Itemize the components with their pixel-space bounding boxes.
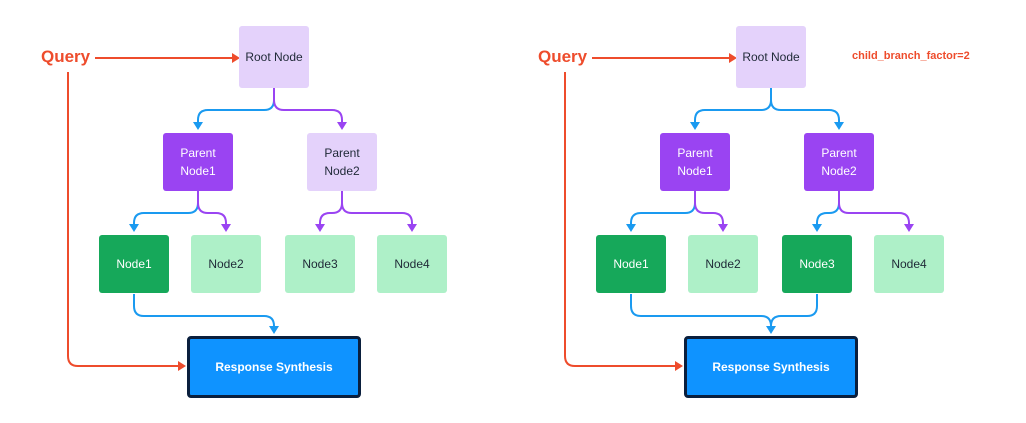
leaf-node-3-label: Node3 bbox=[302, 257, 338, 271]
root-node-label: Root Node bbox=[245, 50, 303, 64]
parent1-to-node1-arrowhead bbox=[129, 224, 139, 232]
query-label: Query bbox=[41, 47, 91, 66]
leaf-node-1: Node1 bbox=[99, 235, 169, 293]
leaf-node-1-label: Node1 bbox=[613, 257, 649, 271]
root-to-parent1-arrowhead bbox=[193, 122, 203, 130]
leaf-node-1: Node1 bbox=[596, 235, 666, 293]
root-to-parent1-arrow bbox=[694, 88, 772, 124]
query-to-response-arrow bbox=[67, 72, 178, 367]
leaf-node-1-label: Node1 bbox=[116, 257, 152, 271]
root-node-label: Root Node bbox=[742, 50, 800, 64]
parent2-to-node3-arrow bbox=[319, 191, 343, 226]
parent-node-2-label-line2: Node2 bbox=[324, 164, 360, 178]
parent1-to-node2-arrowhead bbox=[718, 224, 728, 232]
parent1-to-node2-arrow bbox=[197, 191, 227, 226]
parent2-to-node4-arrowhead bbox=[407, 224, 417, 232]
child-branch-factor-annotation: child_branch_factor=2 bbox=[852, 50, 970, 62]
node1-to-response-arrow bbox=[133, 294, 275, 328]
leaf-node-4-label: Node4 bbox=[394, 257, 430, 271]
root-node: Root Node bbox=[239, 26, 309, 88]
leaf-node-3: Node3 bbox=[782, 235, 852, 293]
query-to-response-arrowhead bbox=[178, 361, 186, 371]
parent2-to-node3-arrowhead bbox=[812, 224, 822, 232]
parent-node-2-label-line1: Parent bbox=[821, 146, 857, 160]
node3-to-response-arrow bbox=[770, 294, 818, 327]
root-to-parent2-arrow bbox=[770, 88, 840, 124]
response-synthesis-label: Response Synthesis bbox=[215, 360, 333, 374]
node1-to-response-arrowhead bbox=[269, 326, 279, 334]
parent2-to-node3-arrowhead bbox=[315, 224, 325, 232]
parent-node-2-label-line2: Node2 bbox=[821, 164, 857, 178]
leaf-node-2-label: Node2 bbox=[705, 257, 741, 271]
parent-node-1-label-line2: Node1 bbox=[677, 164, 713, 178]
parent2-to-node3-arrow bbox=[816, 191, 840, 226]
root-to-parent2-arrow bbox=[273, 88, 343, 124]
parent2-to-node4-arrow bbox=[838, 191, 910, 226]
parent1-to-node1-arrow bbox=[630, 191, 696, 226]
parent1-to-node1-arrow bbox=[133, 191, 199, 226]
parent1-to-node2-arrowhead bbox=[221, 224, 231, 232]
parent1-to-node1-arrowhead bbox=[626, 224, 636, 232]
parent-node-1-label-line1: Parent bbox=[677, 146, 713, 160]
leaf-node-3: Node3 bbox=[285, 235, 355, 293]
query-to-response-arrow bbox=[564, 72, 675, 367]
parent2-to-node4-arrow bbox=[341, 191, 413, 226]
leaf-node-4-label: Node4 bbox=[891, 257, 927, 271]
parent1-to-node2-arrow bbox=[694, 191, 724, 226]
query-to-response-arrowhead bbox=[675, 361, 683, 371]
leaf-node-2: Node2 bbox=[688, 235, 758, 293]
query-label: Query bbox=[538, 47, 588, 66]
right-connectors bbox=[564, 53, 914, 371]
query-to-root-arrowhead bbox=[232, 53, 240, 63]
right-diagram: Query child_branch_factor=2 Root Node Pa… bbox=[497, 0, 1010, 423]
root-to-parent1-arrowhead bbox=[690, 122, 700, 130]
leaf-node-2: Node2 bbox=[191, 235, 261, 293]
response-synthesis-box: Response Synthesis bbox=[187, 336, 361, 398]
nodes-to-response-arrowhead bbox=[766, 326, 776, 334]
node1-to-response-arrow bbox=[630, 294, 772, 328]
leaf-node-4: Node4 bbox=[874, 235, 944, 293]
root-to-parent2-arrowhead bbox=[834, 122, 844, 130]
leaf-node-4: Node4 bbox=[377, 235, 447, 293]
root-to-parent1-arrow bbox=[197, 88, 275, 124]
leaf-node-2-label: Node2 bbox=[208, 257, 244, 271]
parent-node-1-label-line1: Parent bbox=[180, 146, 216, 160]
root-to-parent2-arrowhead bbox=[337, 122, 347, 130]
root-node: Root Node bbox=[736, 26, 806, 88]
response-synthesis-box: Response Synthesis bbox=[684, 336, 858, 398]
query-to-root-arrowhead bbox=[729, 53, 737, 63]
response-synthesis-label: Response Synthesis bbox=[712, 360, 830, 374]
parent-node-1-label-line2: Node1 bbox=[180, 164, 216, 178]
parent-node-2-label-line1: Parent bbox=[324, 146, 360, 160]
left-connectors bbox=[67, 53, 417, 371]
parent2-to-node4-arrowhead bbox=[904, 224, 914, 232]
leaf-node-3-label: Node3 bbox=[799, 257, 835, 271]
